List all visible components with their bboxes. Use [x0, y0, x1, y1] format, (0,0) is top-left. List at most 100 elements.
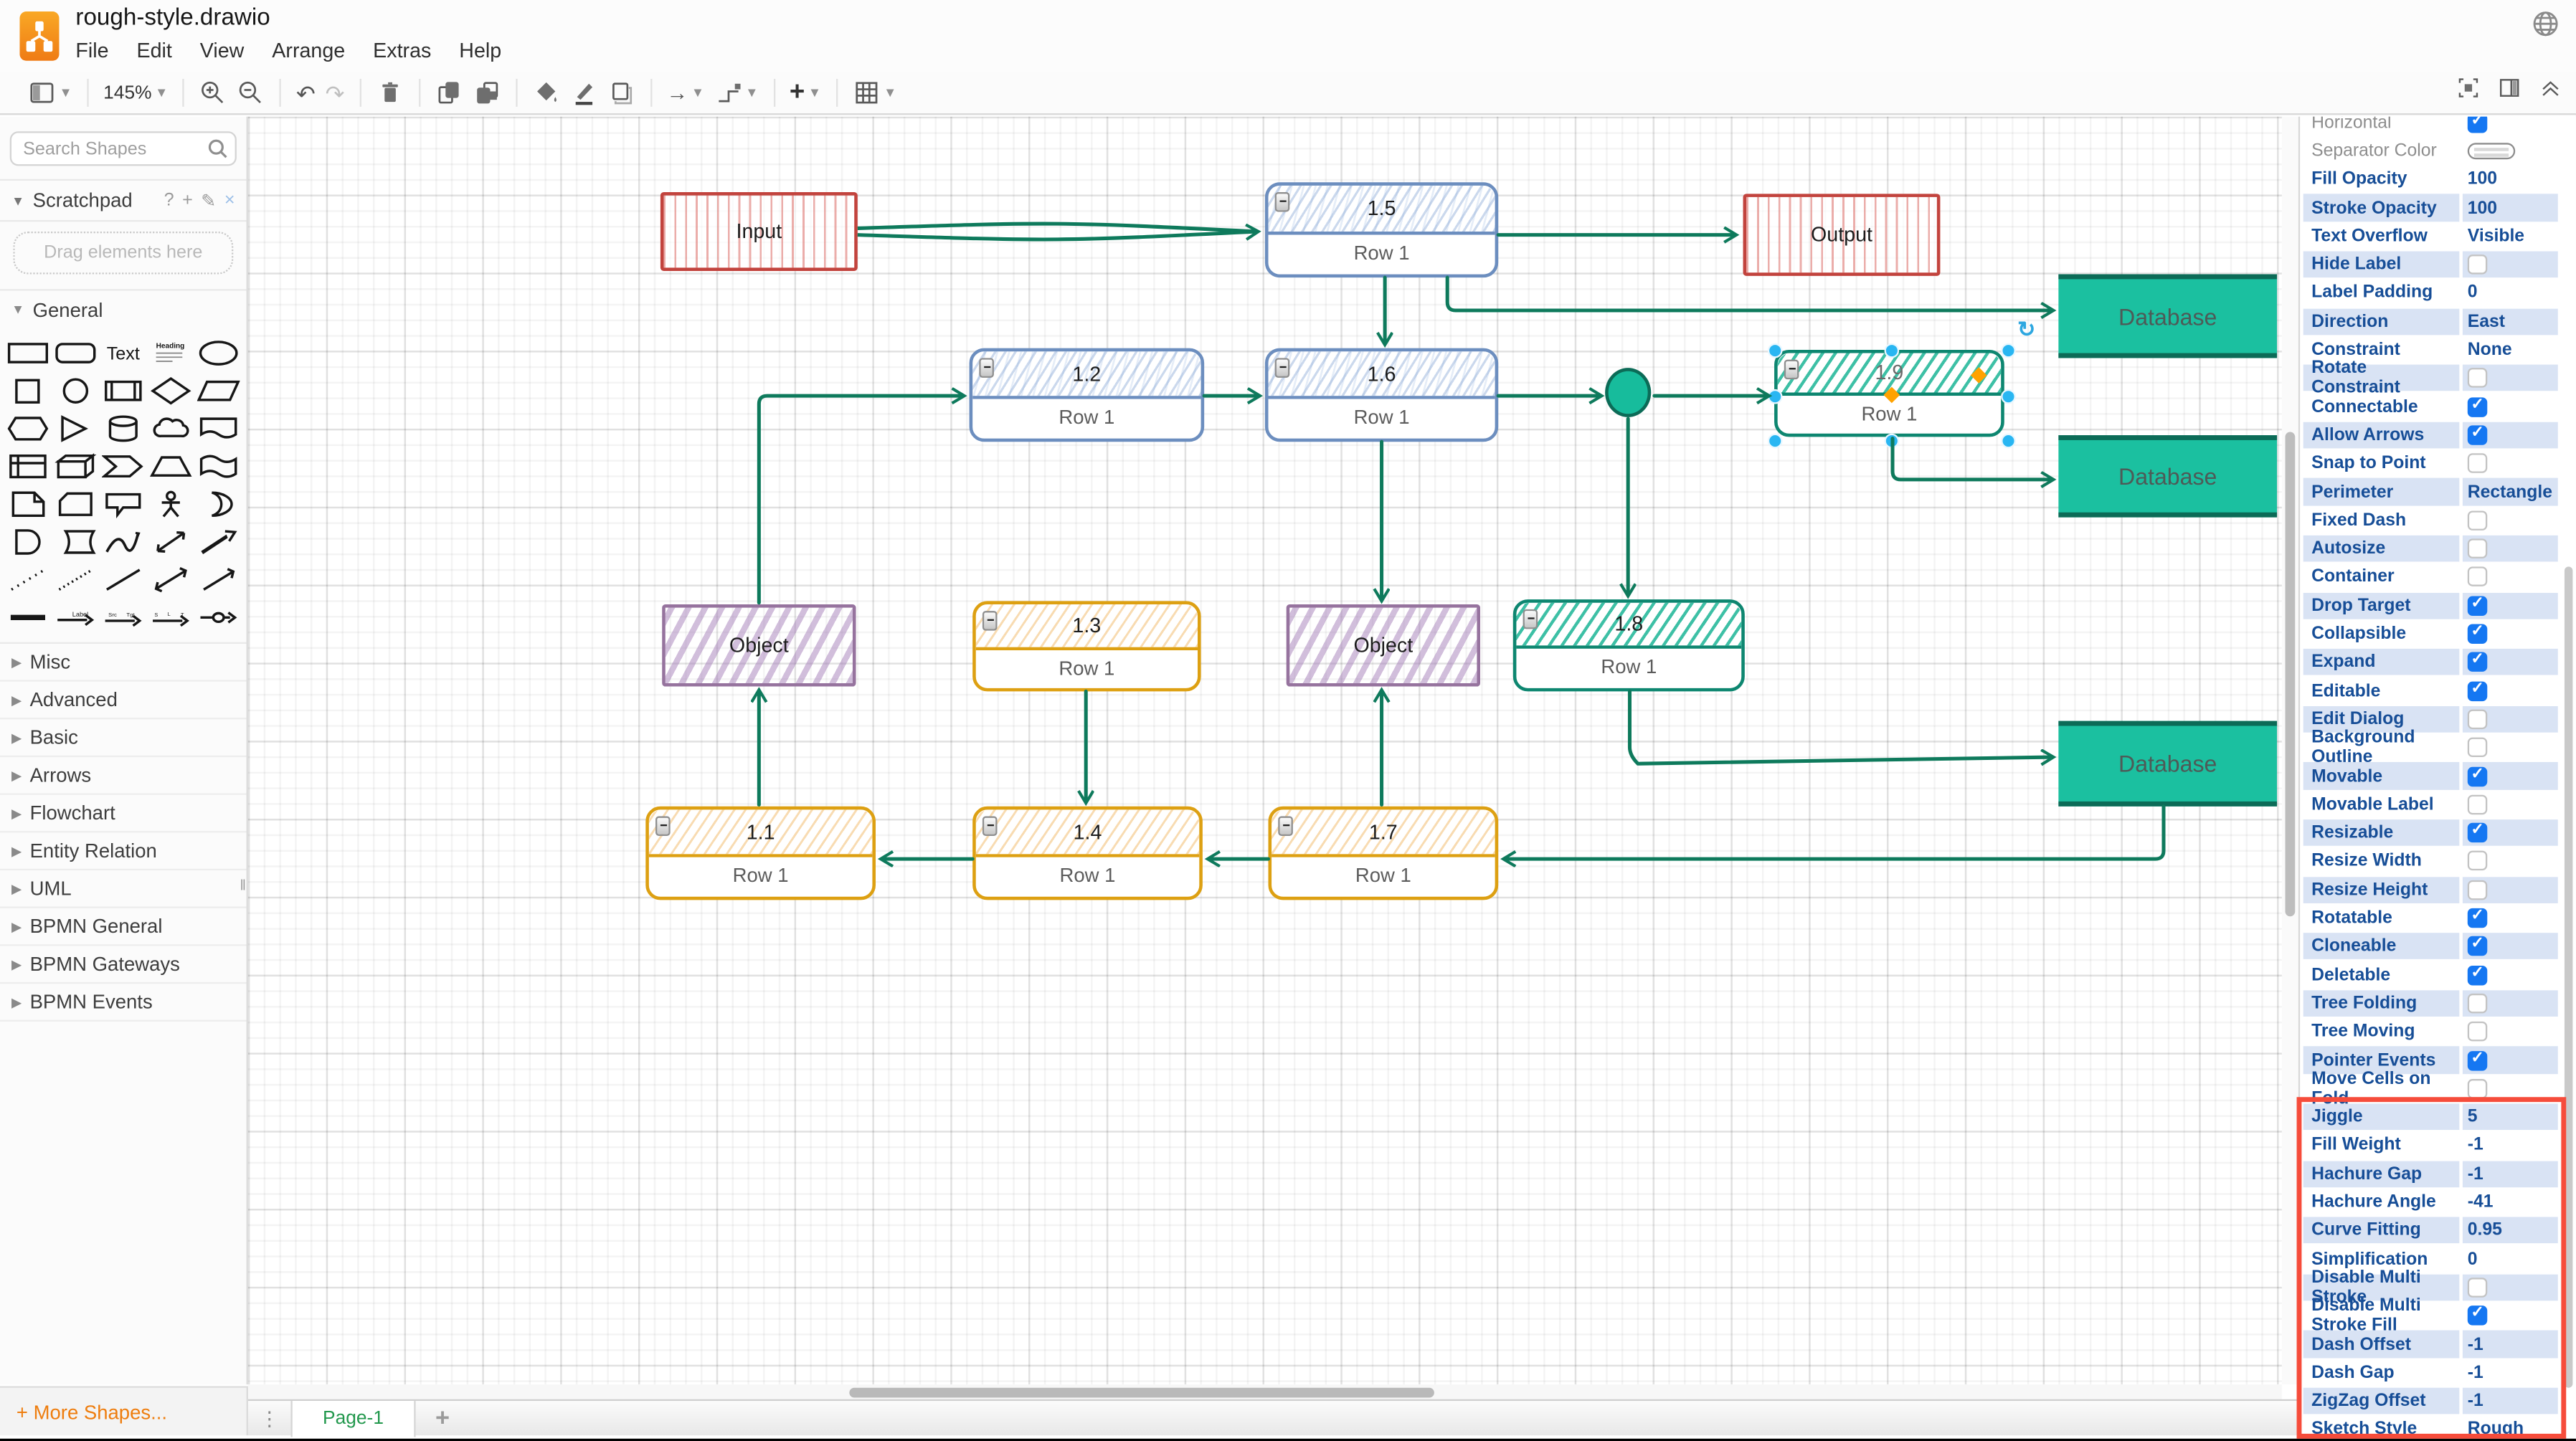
- collapse-minus-icon[interactable]: [1784, 359, 1799, 380]
- canvas-horizontal-scrollbar[interactable]: [247, 1384, 2282, 1399]
- separator-color-button[interactable]: [2467, 143, 2516, 160]
- node-input[interactable]: Input: [660, 192, 858, 271]
- to-front-icon[interactable]: [435, 79, 463, 107]
- node-1.4[interactable]: 1.4 Row 1: [972, 806, 1203, 900]
- stroke-color-icon[interactable]: [569, 79, 597, 107]
- property-value[interactable]: [2462, 989, 2558, 1017]
- node-object[interactable]: Object: [662, 604, 856, 687]
- collapse-minus-icon[interactable]: [1274, 192, 1290, 212]
- fill-color-icon[interactable]: [532, 79, 560, 107]
- section-entity-relation[interactable]: ▶Entity Relation: [0, 832, 247, 871]
- section-flowchart[interactable]: ▶Flowchart: [0, 795, 247, 833]
- property-value[interactable]: [2463, 1303, 2558, 1329]
- checked-checkbox[interactable]: [2467, 935, 2488, 956]
- shape-internal-storage[interactable]: [4, 447, 52, 485]
- section-basic[interactable]: ▶Basic: [0, 719, 247, 758]
- unchecked-checkbox[interactable]: [2467, 738, 2488, 758]
- property-value[interactable]: [2463, 961, 2558, 988]
- unchecked-checkbox[interactable]: [2467, 993, 2488, 1014]
- property-value[interactable]: -41: [2467, 1192, 2494, 1212]
- node-database[interactable]: Database: [2058, 274, 2278, 358]
- canvas-vertical-scrollbar[interactable]: [2281, 116, 2298, 1385]
- property-value[interactable]: [2462, 592, 2558, 619]
- collapse-minus-icon[interactable]: [982, 816, 998, 837]
- section-bpmn-general[interactable]: ▶BPMN General: [0, 908, 247, 946]
- connection-icon[interactable]: →▼: [666, 80, 704, 105]
- unchecked-checkbox[interactable]: [2467, 368, 2488, 389]
- property-value[interactable]: [2462, 762, 2558, 790]
- checked-checkbox[interactable]: [2467, 651, 2488, 672]
- redo-icon[interactable]: ↷: [325, 80, 345, 106]
- more-shapes-button[interactable]: + More Shapes...: [0, 1386, 248, 1436]
- collapse-minus-icon[interactable]: [1278, 816, 1293, 837]
- checked-checkbox[interactable]: [2467, 1304, 2488, 1326]
- property-value[interactable]: 0: [2467, 283, 2478, 303]
- property-value[interactable]: -1: [2462, 1387, 2558, 1415]
- zoom-in-icon[interactable]: [199, 79, 227, 107]
- delete-icon[interactable]: [376, 79, 404, 107]
- property-value[interactable]: [2463, 677, 2558, 704]
- property-value[interactable]: [2462, 422, 2558, 449]
- property-value[interactable]: [2463, 734, 2558, 761]
- node-1.7[interactable]: 1.7 Row 1: [1268, 806, 1499, 900]
- zoom-level-button[interactable]: 145%▼: [103, 82, 169, 103]
- property-value[interactable]: [2463, 791, 2558, 817]
- property-value[interactable]: [2463, 848, 2558, 875]
- shape-arrow-label[interactable]: Label: [51, 598, 99, 636]
- collapse-minus-icon[interactable]: [979, 358, 994, 378]
- property-value[interactable]: None: [2467, 340, 2512, 360]
- horizontal-scrollbar-thumb[interactable]: [849, 1387, 1434, 1397]
- shape-link[interactable]: [4, 598, 52, 636]
- node-1.8[interactable]: 1.8 Row 1: [1512, 599, 1745, 692]
- shape-ellipse[interactable]: [195, 333, 243, 371]
- menu-file[interactable]: File: [75, 39, 109, 63]
- property-value[interactable]: [2462, 705, 2558, 733]
- page-tab[interactable]: Page-1: [290, 1399, 416, 1437]
- unchecked-checkbox[interactable]: [2467, 851, 2488, 872]
- property-value[interactable]: -1: [2467, 1362, 2483, 1383]
- shape-directional-arrow[interactable]: [195, 560, 243, 598]
- node-junction[interactable]: [1605, 368, 1652, 417]
- undo-icon[interactable]: ↶: [295, 80, 316, 106]
- scratchpad-help-icon[interactable]: ?: [164, 189, 174, 210]
- section-bpmn-gateways[interactable]: ▶BPMN Gateways: [0, 946, 247, 984]
- shape-circle[interactable]: [51, 371, 99, 409]
- view-panels-icon[interactable]: ▼: [28, 79, 72, 107]
- node-1.5[interactable]: 1.5 Row 1: [1264, 182, 1499, 278]
- format-panel-toggle-icon[interactable]: [2497, 75, 2521, 100]
- shape-actor[interactable]: [147, 485, 195, 523]
- shape-process[interactable]: [99, 371, 147, 409]
- section-general[interactable]: ▼ General: [11, 298, 103, 321]
- checked-checkbox[interactable]: [2467, 116, 2488, 133]
- shape-rounded-rectangle[interactable]: [51, 333, 99, 371]
- property-value[interactable]: 5: [2462, 1103, 2558, 1131]
- collapse-minus-icon[interactable]: [982, 611, 998, 631]
- unchecked-checkbox[interactable]: [2467, 453, 2488, 474]
- node-1.2[interactable]: 1.2 Row 1: [969, 348, 1205, 442]
- collapse-toolbar-icon[interactable]: [2538, 75, 2562, 100]
- collapse-minus-icon[interactable]: [1274, 358, 1290, 378]
- node-object[interactable]: Object: [1286, 604, 1481, 687]
- shape-note[interactable]: [4, 485, 52, 523]
- shape-rounded-connection[interactable]: [195, 598, 243, 636]
- property-value[interactable]: 0.95: [2462, 1217, 2558, 1245]
- property-value[interactable]: [2463, 394, 2558, 420]
- property-value[interactable]: [2462, 535, 2558, 563]
- unchecked-checkbox[interactable]: [2467, 538, 2488, 559]
- unchecked-checkbox[interactable]: [2467, 567, 2488, 587]
- globe-icon[interactable]: [2532, 10, 2560, 38]
- menu-extras[interactable]: Extras: [373, 39, 432, 63]
- property-value[interactable]: -1: [2467, 1135, 2483, 1156]
- property-value[interactable]: [2463, 905, 2558, 931]
- selection-handle[interactable]: [1767, 433, 1783, 449]
- shape-bidirectional-arrow[interactable]: [147, 560, 195, 598]
- fullscreen-icon[interactable]: [2456, 75, 2481, 100]
- checked-checkbox[interactable]: [2467, 594, 2488, 616]
- scratchpad-close-icon[interactable]: ×: [224, 189, 235, 210]
- shape-callout[interactable]: [99, 485, 147, 523]
- shape-hexagon[interactable]: [4, 409, 52, 447]
- unchecked-checkbox[interactable]: [2467, 1078, 2488, 1099]
- section-arrows[interactable]: ▶Arrows: [0, 757, 247, 795]
- shape-dotted-line[interactable]: [4, 560, 52, 598]
